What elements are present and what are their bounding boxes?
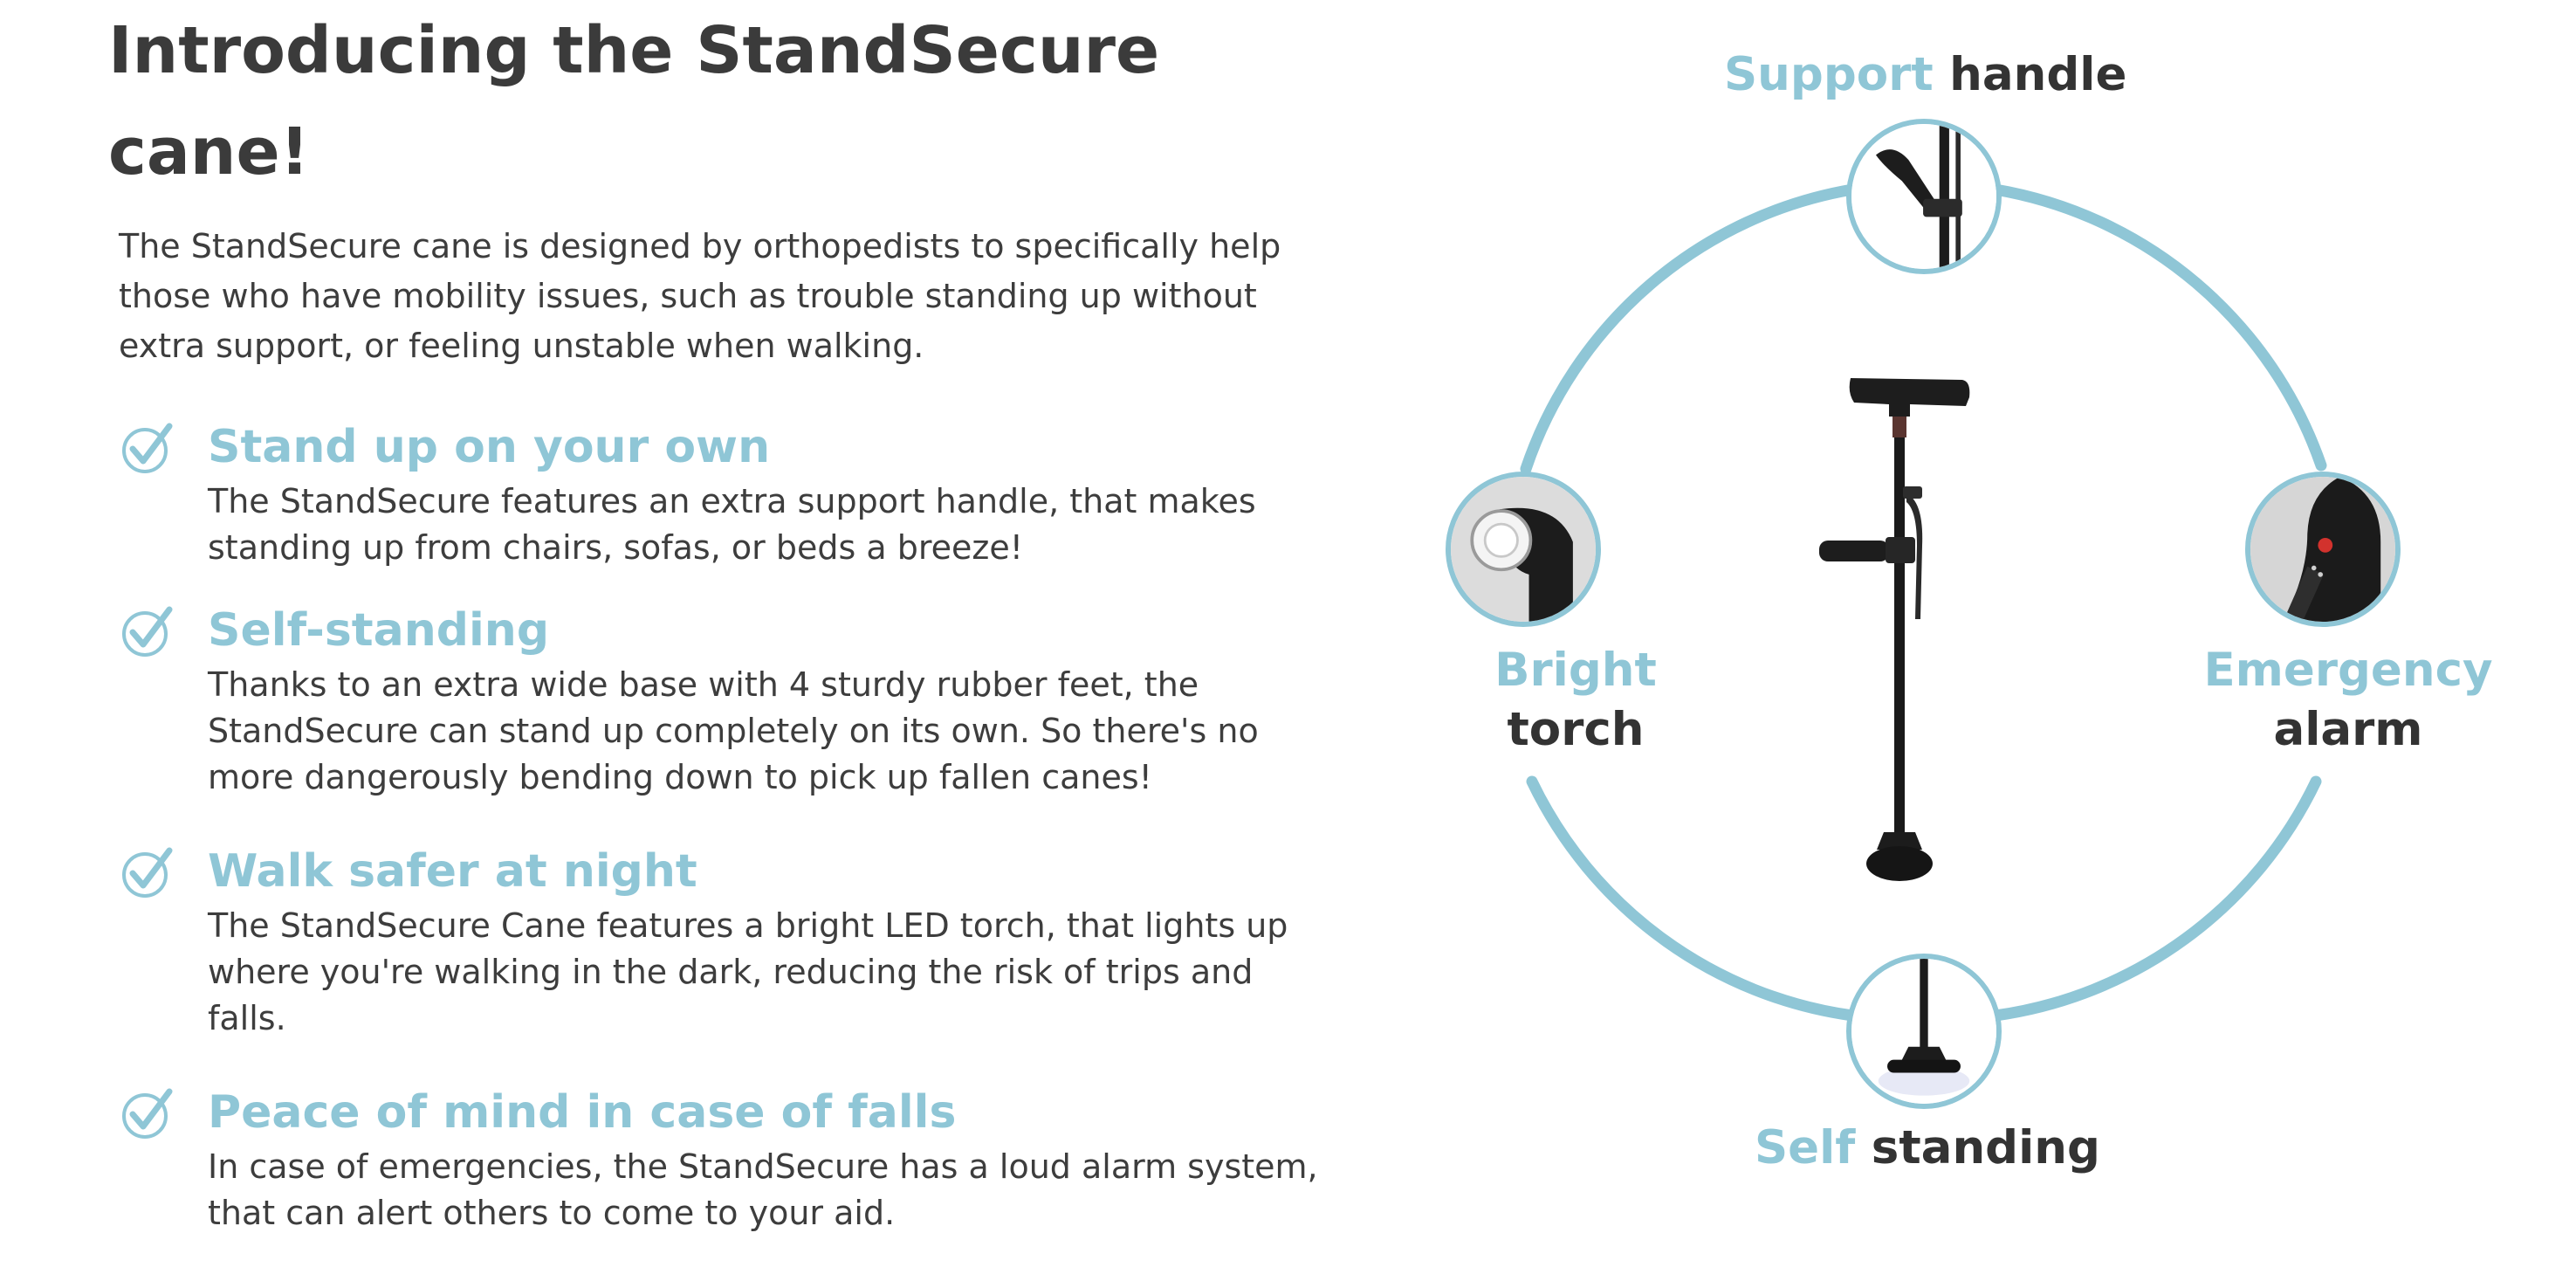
feature-title: Stand up on your own [208, 421, 771, 473]
label-highlight: Support [1724, 48, 1934, 101]
label-bright-torch: Bright torch [1445, 641, 1707, 760]
feature-description: The StandSecure features an extra suppor… [208, 482, 1256, 567]
feature-description: In case of emergencies, the StandSecure … [208, 1147, 1318, 1232]
feature-diagram: Support handle Bright torch Emergency al… [1362, 0, 2576, 1281]
label-rest: alarm [2273, 703, 2423, 756]
feature-description: Thanks to an extra wide base with 4 stur… [208, 665, 1259, 796]
diagram-ring [1520, 183, 2327, 1022]
feature-title: Peace of mind in case of falls [208, 1086, 957, 1139]
label-highlight: Emergency [2203, 644, 2493, 697]
feature-description: The StandSecure Cane features a bright L… [208, 906, 1288, 1037]
label-rest: torch [1507, 703, 1645, 756]
alarm-image [2245, 472, 2401, 627]
label-highlight: Bright [1494, 644, 1657, 697]
label-self-standing: Self standing [1755, 1119, 2100, 1178]
checkmark-icon [122, 847, 173, 898]
label-rest: handle [1949, 48, 2127, 101]
checkmark-icon [122, 1088, 173, 1139]
checkmark-icon [122, 423, 173, 473]
label-rest: standing [1871, 1121, 2100, 1174]
page-title-line-2: cane! [108, 114, 310, 189]
checkmark-icon [122, 606, 173, 657]
feature-title: Walk safer at night [208, 845, 697, 898]
page-title: Introducing the StandSecure cane! [108, 0, 1243, 203]
torch-image [1446, 472, 1601, 627]
label-highlight: Self [1755, 1121, 1856, 1174]
label-support-handle: Support handle [1724, 45, 2126, 105]
support-handle-image [1846, 119, 2002, 274]
cane-image [1819, 378, 1970, 881]
label-emergency-alarm: Emergency alarm [2174, 641, 2523, 760]
feature-title: Self-standing [208, 604, 550, 657]
self-standing-image [1846, 954, 2002, 1109]
page-title-line-1: Introducing the StandSecure [108, 13, 1160, 88]
intro-paragraph: The StandSecure cane is designed by orth… [119, 227, 1281, 365]
